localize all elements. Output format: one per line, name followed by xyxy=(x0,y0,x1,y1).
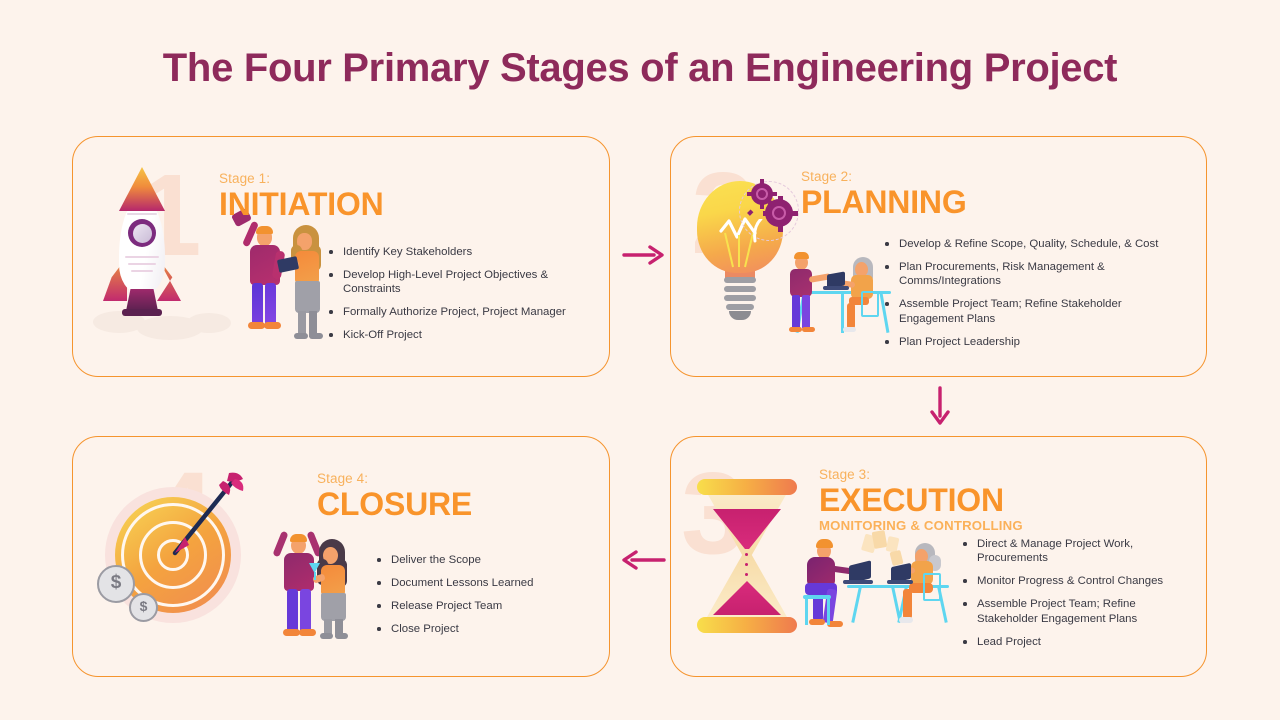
arrow-stage3-to-stage4 xyxy=(622,548,666,577)
desk-scene-planning xyxy=(787,249,897,341)
stage-label: Stage 3: xyxy=(819,467,871,482)
stage-heading: Stage 3: EXECUTION MONITORING & CONTROLL… xyxy=(819,467,1023,533)
hourglass-icon xyxy=(697,479,797,637)
stage-card-closure[interactable]: 4 $ $ xyxy=(72,436,610,677)
stage-bullet-list: Develop & Refine Scope, Quality, Schedul… xyxy=(881,237,1171,358)
list-item: Assemble Project Team; Refine Stakeholde… xyxy=(959,597,1181,626)
celebrating-people xyxy=(272,525,361,643)
stage-name: EXECUTION xyxy=(819,481,1004,518)
list-item: Develop High-Level Project Objectives & … xyxy=(325,268,593,297)
arrow-left-icon xyxy=(622,550,666,570)
stage-card-initiation[interactable]: 1 xyxy=(72,136,610,377)
stage-card-inner: 4 $ $ xyxy=(73,437,609,676)
list-item: Release Project Team xyxy=(373,599,593,613)
arrow-stage2-to-stage3 xyxy=(928,386,952,431)
arrow-down-icon xyxy=(930,386,950,425)
person-with-megaphone xyxy=(229,207,299,337)
person-with-tablet xyxy=(276,225,339,340)
stage-name: CLOSURE xyxy=(317,485,473,522)
page-title: The Four Primary Stages of an Engineerin… xyxy=(162,46,1118,90)
list-item: Assemble Project Team; Refine Stakeholde… xyxy=(881,297,1171,326)
dart-arrow-icon xyxy=(172,472,244,556)
list-item: Kick-Off Project xyxy=(325,328,593,342)
target-icon: $ $ xyxy=(97,472,277,647)
coin-large-icon: $ xyxy=(97,565,135,603)
stage-heading: Stage 1: INITIATION xyxy=(219,171,384,221)
list-item: Document Lessons Learned xyxy=(373,576,593,590)
list-item: Plan Project Leadership xyxy=(881,335,1171,349)
stage-bullet-list: Deliver the Scope Document Lessons Learn… xyxy=(373,553,593,645)
stage-label: Stage 2: xyxy=(801,169,853,184)
stage-card-inner: 3 xyxy=(671,437,1206,676)
stage-heading: Stage 2: PLANNING xyxy=(801,169,967,219)
stage-name: PLANNING xyxy=(801,183,967,220)
stage-bullet-list: Identify Key Stakeholders Develop High-L… xyxy=(325,245,593,351)
arrow-right-icon xyxy=(622,245,664,265)
list-item: Close Project xyxy=(373,622,593,636)
arrow-stage1-to-stage2 xyxy=(622,243,666,272)
stage-heading: Stage 4: CLOSURE xyxy=(317,471,472,521)
stage-card-inner: 2 xyxy=(671,137,1206,376)
list-item: Lead Project xyxy=(959,635,1181,649)
stage-bullet-list: Direct & Manage Project Work, Procuremen… xyxy=(959,537,1181,658)
rocket-icon xyxy=(93,161,231,340)
stage-card-inner: 1 xyxy=(73,137,609,376)
list-item: Plan Procurements, Risk Management & Com… xyxy=(881,260,1171,289)
list-item: Develop & Refine Scope, Quality, Schedul… xyxy=(881,237,1171,251)
desk-scene-execution xyxy=(799,529,951,639)
list-item: Identify Key Stakeholders xyxy=(325,245,593,259)
stage-card-planning[interactable]: 2 xyxy=(670,136,1207,377)
gear-wire-icon xyxy=(753,219,763,243)
stage-subtitle: MONITORING & CONTROLLING xyxy=(819,517,1023,533)
lightbulb-icon xyxy=(691,173,799,323)
list-item: Direct & Manage Project Work, Procuremen… xyxy=(959,537,1181,566)
stage-label: Stage 1: xyxy=(219,171,271,186)
list-item: Deliver the Scope xyxy=(373,553,593,567)
stage-card-execution[interactable]: 3 xyxy=(670,436,1207,677)
gear-teeth-icon xyxy=(747,179,798,232)
stage-name: INITIATION xyxy=(219,185,384,222)
stage-label: Stage 4: xyxy=(317,471,369,486)
coin-small-icon: $ xyxy=(129,593,158,622)
list-item: Monitor Progress & Control Changes xyxy=(959,574,1181,588)
list-item: Formally Authorize Project, Project Mana… xyxy=(325,305,593,319)
